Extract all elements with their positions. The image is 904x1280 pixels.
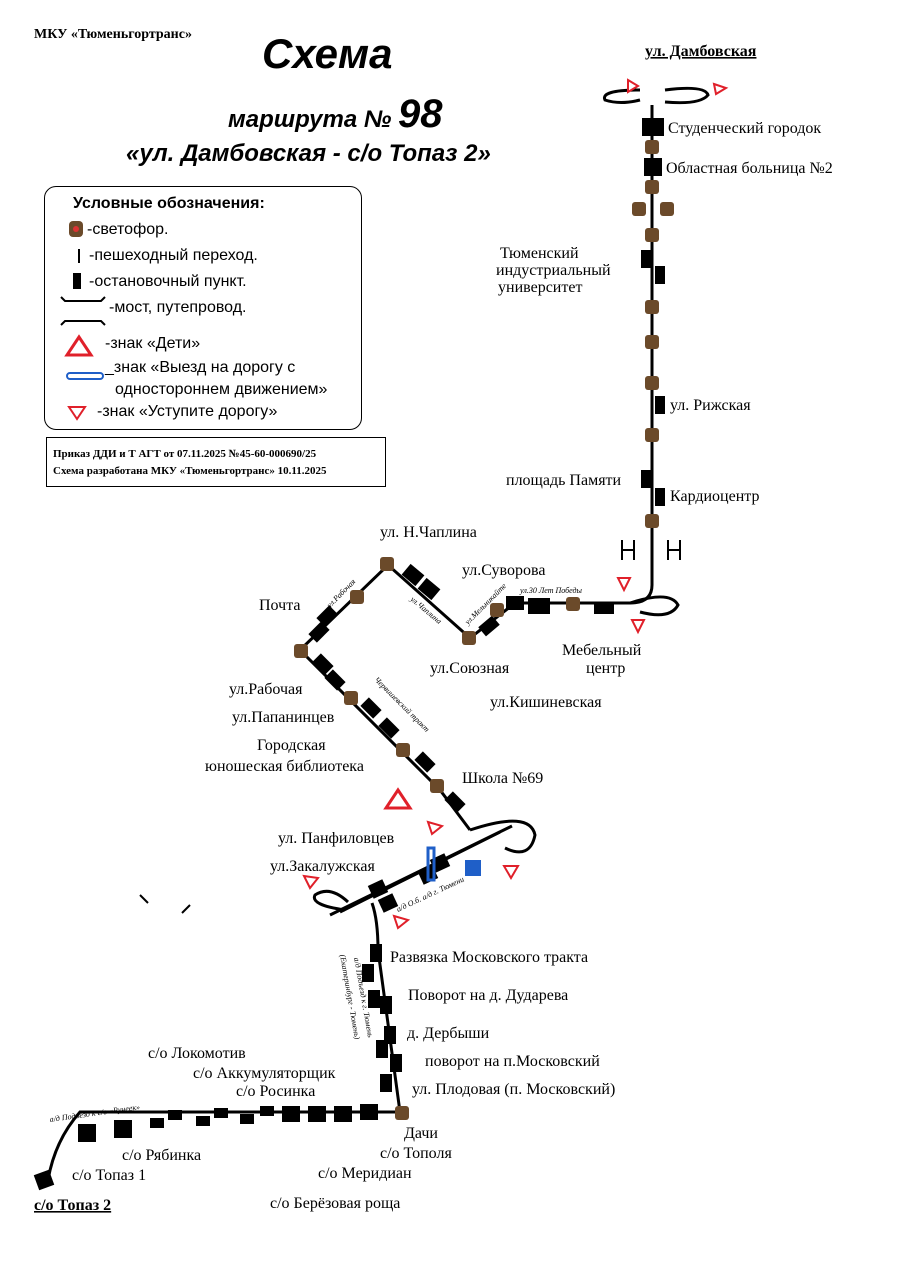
stop-label: ул.Союзная <box>430 660 510 677</box>
stop-icon <box>73 273 81 289</box>
stop-label: Областная больница №2 <box>666 160 833 177</box>
legend-item: -мост, путепровод. <box>109 299 247 316</box>
legend-item: -знак «Уступите дорогу» <box>97 403 278 420</box>
bridge-icons <box>139 540 681 914</box>
page-title: Схема <box>262 30 393 77</box>
stop-label: ул.Закалужская <box>270 858 375 875</box>
route-number-line: маршрута № 98 <box>228 92 443 137</box>
order-line: Схема разработана МКУ «Тюменьгортранс» 1… <box>53 465 327 477</box>
stop-label: Почта <box>259 597 300 614</box>
traffic-lights <box>294 140 674 1120</box>
yield-sign-icons <box>302 78 729 930</box>
stop-label: с/о Росинка <box>236 1083 315 1100</box>
stop-label: юношеская библиотека <box>205 758 364 775</box>
stop-label: ул. Плодовая (п. Московский) <box>412 1081 615 1098</box>
traffic-light-icon <box>69 221 83 237</box>
stop-label: Дачи <box>404 1125 438 1142</box>
stop-label: ул.Папанинцев <box>232 709 335 726</box>
stop-label: ул.Рабочая <box>229 681 303 698</box>
stop-label: поворот на п.Московский <box>425 1053 600 1070</box>
street-label: ул.30 Лет Победы <box>519 586 583 595</box>
legend-item: _знак «Выезд на дорогу с <box>105 359 296 376</box>
stop-label: ул. Панфиловцев <box>278 830 395 847</box>
stop-label: Мебельный <box>562 642 642 659</box>
stop-label: с/о Аккумуляторщик <box>193 1065 336 1082</box>
pedestrian-sign-icon <box>465 860 481 876</box>
stop-label: ул. Рижская <box>670 397 751 414</box>
legend-item: -знак «Дети» <box>105 335 201 352</box>
legend-item: -пешеходный переход. <box>89 247 258 264</box>
legend-symbols <box>60 221 106 421</box>
stop-label: с/о Локомотив <box>148 1045 246 1062</box>
stop-labels: Студенческий городок Областная больница … <box>72 120 833 1212</box>
stop-label: площадь Памяти <box>506 472 622 489</box>
legend-title: Условные обозначения: <box>73 195 265 212</box>
stop-label: Студенческий городок <box>668 120 821 137</box>
stop-label: с/о Рябинка <box>122 1147 201 1164</box>
children-sign-icon <box>383 787 413 810</box>
route-number: 98 <box>398 92 443 136</box>
stops <box>33 118 665 1191</box>
children-sign-icon <box>64 334 94 357</box>
yield-sign-icon <box>67 406 87 421</box>
stop-label: ул.Суворова <box>462 562 545 579</box>
stop-label: индустриальный <box>496 262 611 279</box>
legend-item: -остановочный пункт. <box>89 273 247 290</box>
route-name: «ул. Дамбовская - с/о Топаз 2» <box>126 140 491 167</box>
order-note: Приказ ДДИ и Т АГТ от 07.11.2025 №45-60-… <box>46 437 386 487</box>
stop-label: Развязка Московского тракта <box>390 949 588 966</box>
terminal-start: ул. Дамбовская <box>645 43 757 60</box>
one-way-exit-sign-icon <box>426 846 436 882</box>
route-line <box>46 86 710 1181</box>
stop-label: с/о Берёзовая роща <box>270 1195 400 1212</box>
bridge-icon <box>60 296 106 326</box>
legend-item: одностороннем движением» <box>115 381 328 398</box>
stop-label: университет <box>498 279 582 296</box>
stop-label: Школа №69 <box>462 770 543 787</box>
legend-item: -светофор. <box>87 221 169 238</box>
terminal-end: с/о Топаз 2 <box>34 1197 111 1214</box>
crosswalk-icon <box>78 249 80 263</box>
stop-label: Кардиоцентр <box>670 488 759 505</box>
stop-label: д. Дербыши <box>407 1025 490 1042</box>
route-prefix: маршрута № <box>228 106 392 133</box>
stop-label: Тюменский <box>500 245 579 262</box>
stop-label: с/о Меридиан <box>318 1165 412 1182</box>
legend: Условные обозначения: -светофор. -пешехо… <box>44 186 362 430</box>
stop-label: с/о Топаз 1 <box>72 1167 146 1184</box>
organization: МКУ «Тюменьгортранс» <box>34 27 192 42</box>
stop-label: с/о Тополя <box>380 1145 452 1162</box>
stop-label: ул.Кишиневская <box>490 694 602 711</box>
order-line: Приказ ДДИ и Т АГТ от 07.11.2025 №45-60-… <box>53 448 317 460</box>
stop-label: центр <box>586 660 625 677</box>
stop-label: Городская <box>257 737 326 754</box>
stop-label: ул. Н.Чаплина <box>380 524 477 541</box>
one-way-exit-sign-icon <box>66 372 104 380</box>
stop-label: Поворот на д. Дударева <box>408 987 568 1004</box>
